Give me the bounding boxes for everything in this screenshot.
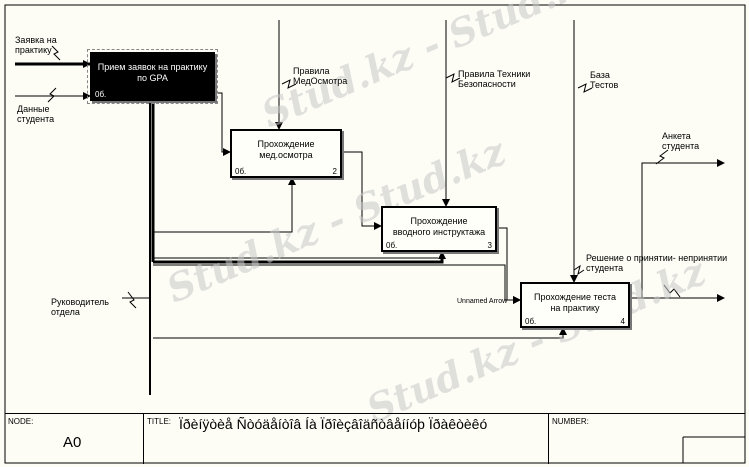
arrow-b3-to-b4 — [497, 227, 521, 304]
arrow-bus-to-b3 — [153, 251, 446, 264]
node-cell: NODE: A0 — [5, 414, 144, 464]
label-control-tb: Правила Техники Безопасности — [458, 69, 531, 89]
diagram-frame — [4, 4, 746, 464]
activity-4-number: 4 — [620, 317, 625, 326]
number-caption: NUMBER: — [552, 417, 589, 426]
title-caption: TITLE: — [147, 417, 172, 426]
activity-2-title: Прохождение мед.осмотра — [257, 139, 315, 160]
activity-2-code: 0б. — [235, 167, 247, 176]
squiggle-3 — [281, 79, 297, 89]
title-cell: TITLE: Ïðèíÿòèå Ñòóäåíòîâ Íà Ïðîèçâîäñòâ… — [144, 414, 549, 464]
activity-3-code: 0б. — [386, 241, 398, 250]
activity-box-3[interactable]: Прохождение вводного инструктажа 0б. 3 — [381, 206, 497, 252]
title-value: Ïðèíÿòèå Ñòóäåíòîâ Íà Ïðîèçâîäñòâåííóþ Ï… — [179, 416, 488, 432]
label-input-dannye: Данные студента — [17, 104, 55, 124]
number-cell: NUMBER: — [549, 414, 745, 464]
squiggle-7 — [663, 284, 681, 298]
activity-3-number: 3 — [487, 241, 492, 250]
activity-box-4[interactable]: Прохождение теста на практику 0б. 4 — [520, 282, 630, 328]
label-output-reshenie: Решение о принятии- непринятии студента — [586, 253, 728, 273]
arrow-b1-to-b2 — [215, 92, 231, 156]
activity-1-code: 0б. — [95, 90, 107, 99]
node-caption: NODE: — [8, 417, 34, 426]
activity-2-number: 2 — [332, 167, 337, 176]
activity-1-title: Прием заявок на практику по GPA — [97, 62, 208, 83]
squiggle-2 — [47, 87, 57, 103]
node-value: A0 — [63, 434, 82, 451]
squiggle-8 — [573, 264, 585, 276]
squiggle-4 — [445, 73, 461, 83]
activity-4-title: Прохождение теста на практику — [533, 292, 616, 313]
label-output-anketa: Анкета студента — [662, 131, 700, 151]
squiggle-1 — [51, 45, 61, 61]
label-mechanism-rukovoditel: Руководитель отдела — [51, 297, 109, 317]
label-control-medosmotr: Правила МедОсмотра — [293, 66, 348, 86]
line-bus-bottom — [153, 327, 567, 339]
arrow-b2-to-b3 — [342, 151, 382, 230]
activity-box-2[interactable]: Прохождение мед.осмотра 0б. 2 — [230, 129, 342, 178]
squiggle-6 — [655, 149, 669, 165]
activity-4-code: 0б. — [525, 317, 537, 326]
title-block: NODE: A0 TITLE: Ïðèíÿòèå Ñòóäåíòîâ Íà Ïð… — [5, 413, 745, 464]
activity-3-title: Прохождение вводного инструктажа — [392, 216, 486, 237]
activity-box-1[interactable]: Прием заявок на практику по GPA 0б. — [87, 49, 218, 104]
squiggle-5 — [577, 83, 593, 93]
arrow-bus-to-b2 — [153, 177, 296, 233]
label-unnamed-arrow: Unnamed Arrow — [457, 298, 508, 305]
squiggle-9 — [127, 291, 137, 309]
label-input-zayavka: Заявка на практику — [15, 35, 57, 55]
label-control-test: База Тестов — [590, 70, 619, 90]
